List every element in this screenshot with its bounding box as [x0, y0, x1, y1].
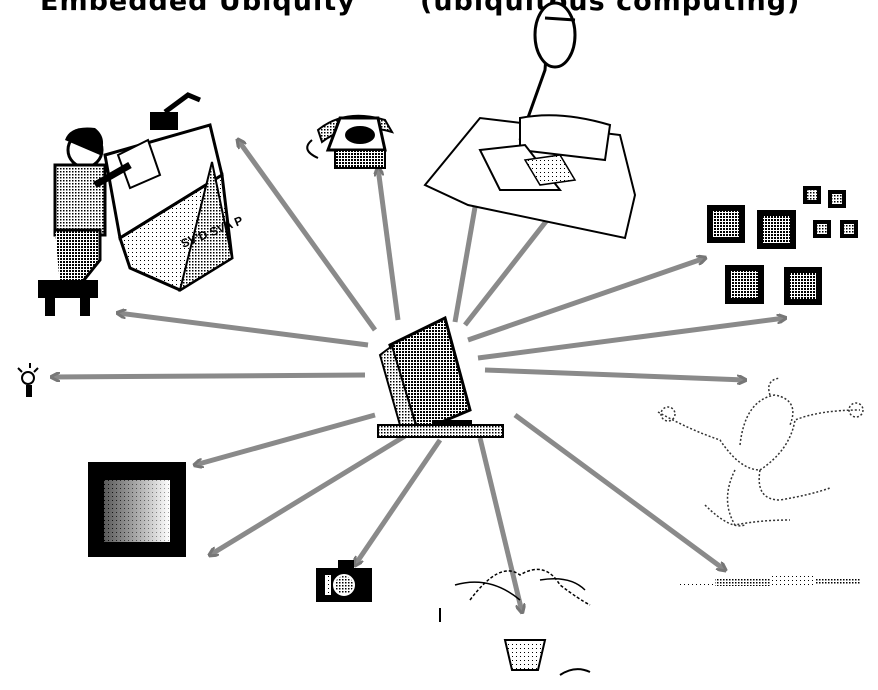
arrow-to-reader-left — [455, 190, 478, 322]
arrow-to-plant — [480, 438, 522, 612]
arrow-to-tiles-lower — [478, 318, 785, 358]
arrow-to-telephone — [378, 168, 398, 320]
person-at-drafting-table-icon: SV'D SVA P — [38, 95, 245, 316]
motion-streak-icon — [680, 575, 860, 586]
arrow-to-gradient-screen-upper — [195, 415, 375, 465]
rotary-telephone-icon — [307, 116, 392, 168]
arrow-to-drafting-lower — [118, 313, 368, 345]
arrow-to-dancer — [485, 370, 745, 380]
dancing-figure-icon — [658, 378, 863, 526]
arrow-to-bulb — [52, 375, 365, 377]
gradient-display-icon — [88, 462, 186, 557]
camera-icon — [316, 560, 372, 602]
man-reading-book-icon — [425, 3, 635, 238]
arrow-to-tiles-upper — [468, 258, 705, 340]
square-tiles-icon — [710, 188, 856, 302]
arrow-to-motion-streak — [515, 415, 725, 570]
small-bulb-icon — [18, 363, 38, 397]
